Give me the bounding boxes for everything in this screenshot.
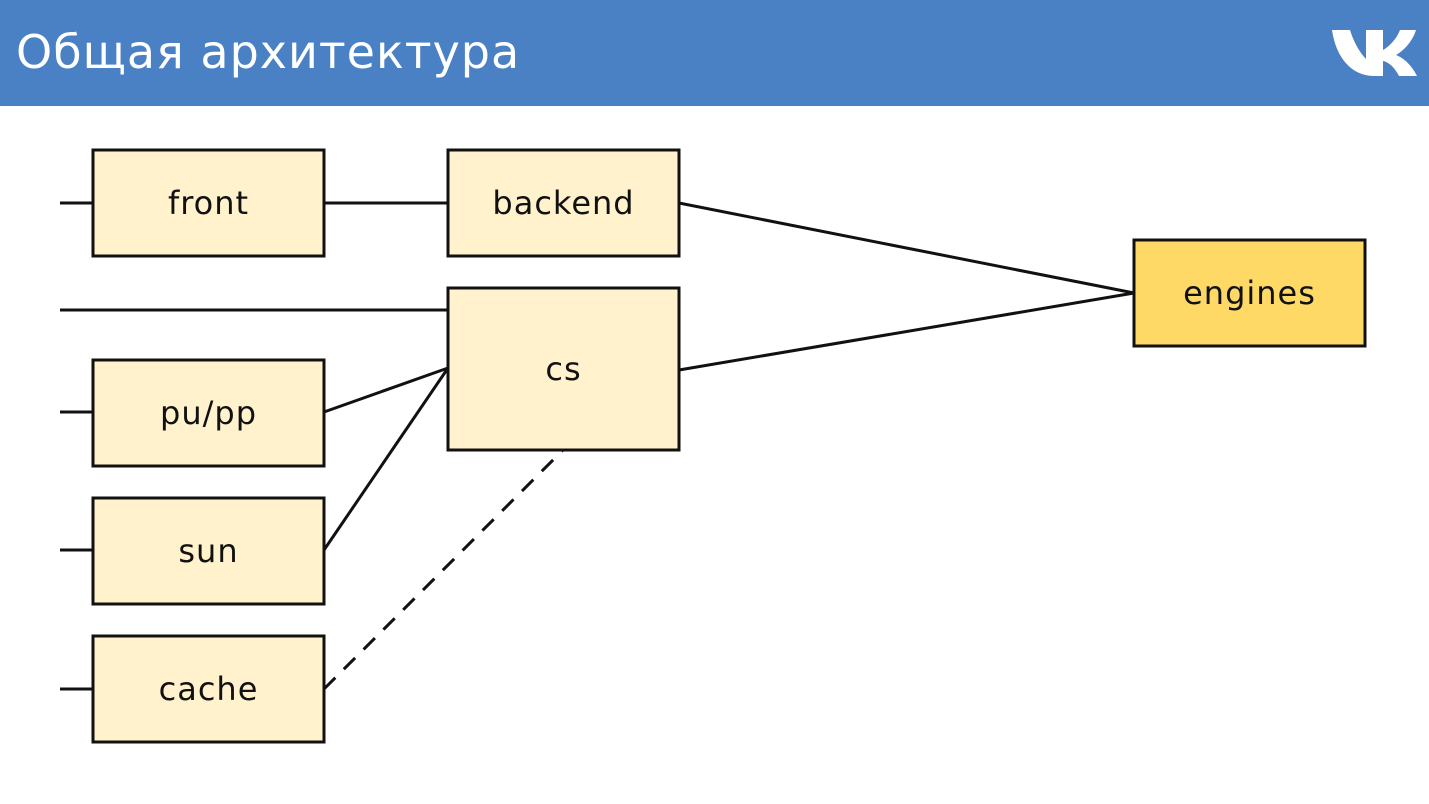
- edges-layer: [60, 201, 1135, 691]
- node-front: front: [91, 148, 326, 258]
- slide-title: Общая архитектура: [16, 25, 521, 79]
- slide-header: Общая архитектура: [0, 0, 1429, 106]
- node-box-sun: [91, 496, 326, 606]
- edge-backend-engines: [678, 201, 1135, 295]
- node-backend: backend: [446, 148, 681, 258]
- vk-logo-icon: [1332, 30, 1417, 76]
- node-box-pupp: [91, 358, 326, 468]
- node-box-cs: [446, 286, 681, 452]
- edge-cs-engines: [678, 291, 1135, 372]
- node-label-front: front: [168, 184, 249, 222]
- edge-pupp-cs: [323, 366, 449, 414]
- node-label-engines: engines: [1183, 274, 1316, 312]
- node-sun: sun: [91, 496, 326, 606]
- node-engines: engines: [1132, 238, 1367, 348]
- node-cache: cache: [91, 634, 326, 744]
- node-box-backend: [446, 148, 681, 258]
- edge-sun-cs: [322, 367, 450, 551]
- edge-cache-cs: [322, 448, 565, 691]
- node-label-sun: sun: [178, 532, 238, 570]
- node-label-pupp: pu/pp: [160, 394, 257, 432]
- node-box-cache: [91, 634, 326, 744]
- node-label-cs: cs: [545, 350, 581, 388]
- nodes-layer: front backend cs pu/pp sun cache engines: [91, 148, 1367, 744]
- node-label-cache: cache: [159, 670, 259, 708]
- node-pupp: pu/pp: [91, 358, 326, 468]
- node-label-backend: backend: [492, 184, 634, 222]
- node-box-front: [91, 148, 326, 258]
- node-box-engines: [1132, 238, 1367, 348]
- node-cs: cs: [446, 286, 681, 452]
